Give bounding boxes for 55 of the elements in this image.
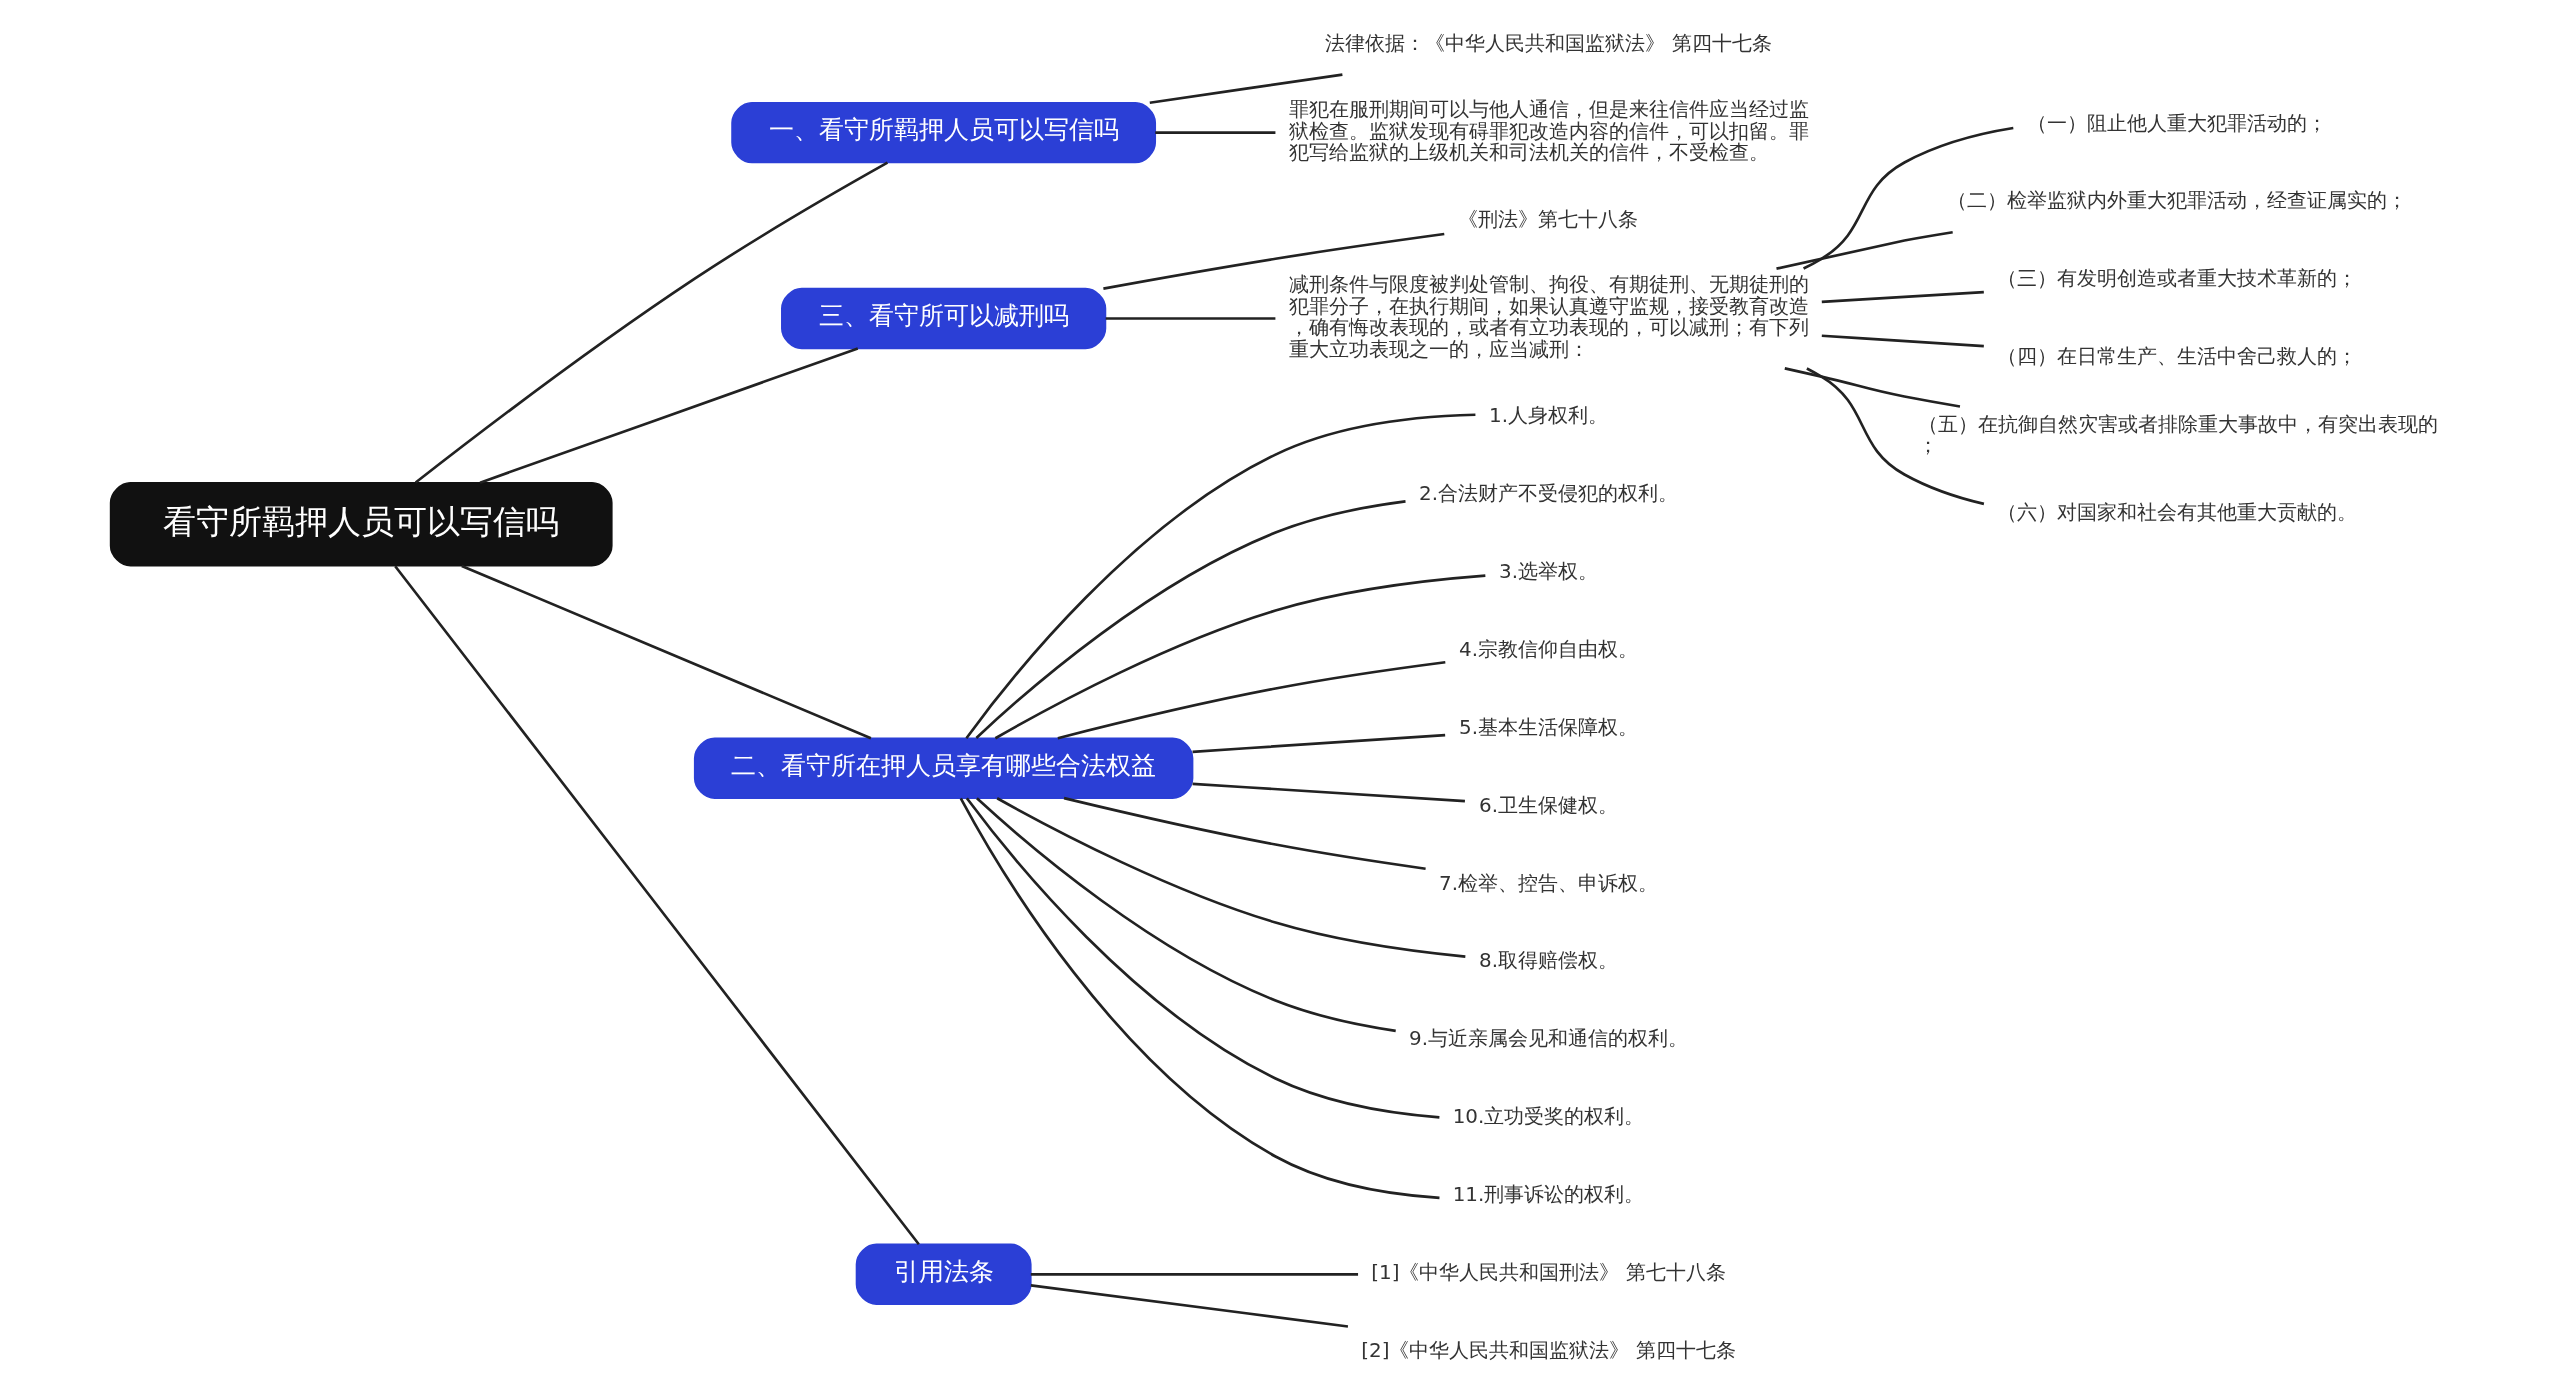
connector	[393, 565, 920, 1246]
node-text: （四）在日常生产、生活中舍己救人的；	[1996, 345, 2357, 369]
node-box: 引用法条	[855, 1243, 1032, 1305]
node-text: （三）有发明创造或者重大技术革新的；	[1996, 267, 2357, 291]
connector	[460, 564, 871, 740]
node-box: 二、看守所在押人员享有哪些合法权益	[693, 737, 1193, 799]
connector	[1775, 231, 1953, 270]
node-text: 减刑条件与限度被判处管制、拘役、有期徒刑、无期徒刑的犯罪分子，在执行期间，如果认真遵守监规，接受教育改造，确有悔改表现的，或者有立功表现的，可以减刑；有下列重大立功表现之一的，应当减刑：	[1288, 273, 1809, 361]
node-text: （五）在抗御自然灾害或者排除重大事故中，有突出表现的；	[1917, 412, 2438, 458]
node-text: 2.合法财产不受侵犯的权利。	[1418, 481, 1678, 505]
connector	[959, 797, 1440, 1200]
connector	[479, 347, 858, 484]
connector	[1063, 796, 1426, 870]
connector	[1784, 367, 1960, 408]
connector	[1102, 232, 1444, 290]
connector	[1105, 317, 1275, 320]
connector	[1821, 334, 1984, 348]
node-text: 3.选举权。	[1498, 559, 1598, 583]
connector	[1805, 367, 1984, 506]
node-text: 9.与近亲属会见和通信的权利。	[1408, 1027, 1688, 1051]
connector	[975, 797, 1396, 1033]
node-text: （六）对国家和社会有其他重大贡献的。	[1996, 501, 2357, 525]
node-box: 看守所羁押人员可以写信吗	[109, 481, 613, 567]
node-text: 11.刑事诉讼的权利。	[1452, 1183, 1644, 1207]
connector	[964, 413, 1475, 739]
node-text: （二）检举监狱内外重大犯罪活动，经查证属实的；	[1946, 189, 2407, 213]
connector	[1802, 126, 2013, 270]
node-text: 1.人身权利。	[1488, 403, 1608, 427]
node-text: 10.立功受奖的权利。	[1452, 1105, 1644, 1129]
node-text: 《刑法》第七十八条	[1457, 207, 1638, 231]
connector	[974, 500, 1406, 739]
connector	[1192, 733, 1445, 754]
connector	[1030, 1272, 1358, 1276]
node-text: 7.检举、控告、申诉权。	[1438, 871, 1658, 895]
node-box: 三、看守所可以减刑吗	[780, 287, 1106, 350]
connector	[1057, 660, 1445, 740]
node-text: 5.基本生活保障权。	[1458, 715, 1638, 739]
node-box: 一、看守所羁押人员可以写信吗	[730, 101, 1156, 164]
node-text: [1]《中华人民共和国刑法》 第七十八条	[1370, 1261, 1726, 1285]
node-text: 罪犯在服刑期间可以与他人通信，但是来往信件应当经过监狱检查。监狱发现有碍罪犯改造内容的信件，可以扣留。罪犯写给监狱的上级机关和司法机关的信件，不受检查。	[1288, 98, 1809, 165]
node-text: 8.取得赔偿权。	[1478, 949, 1618, 973]
node-text: 6.卫生保健权。	[1478, 793, 1618, 817]
node-text: 法律依据：《中华人民共和国监狱法》 第四十七条	[1324, 31, 1772, 55]
connector	[414, 161, 888, 484]
connector	[996, 797, 1465, 958]
connector	[994, 574, 1485, 740]
connector	[1821, 290, 1984, 304]
connector	[1030, 1284, 1348, 1328]
connector	[965, 797, 1439, 1119]
connector	[1149, 73, 1343, 105]
connector	[1192, 782, 1465, 803]
node-text: （一）阻止他人重大犯罪活动的；	[2026, 111, 2327, 135]
connector	[1154, 131, 1275, 134]
node-text: [2]《中华人民共和国监狱法》 第四十七条	[1360, 1339, 1736, 1363]
node-text: 4.宗教信仰自由权。	[1458, 637, 1638, 661]
